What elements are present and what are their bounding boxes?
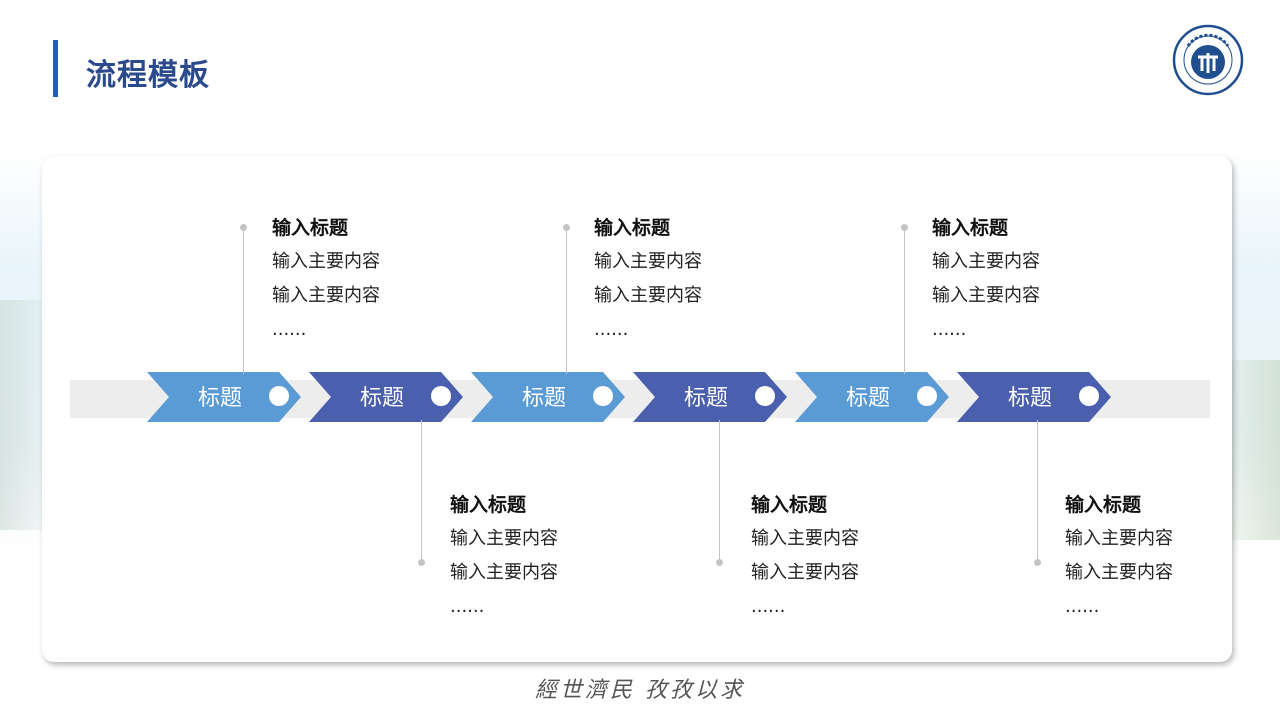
process-step-3: 标题	[471, 372, 625, 422]
step-detail-5: 输入标题输入主要内容输入主要内容......	[932, 211, 1132, 347]
step-label: 标题	[1008, 386, 1052, 411]
step-connector-line	[421, 420, 422, 562]
step-label: 标题	[360, 386, 404, 411]
step-detail-line: 输入主要内容	[751, 562, 859, 583]
step-chevron	[147, 372, 301, 422]
step-detail-title: 输入标题	[594, 217, 671, 239]
step-label: 标题	[684, 386, 728, 411]
step-connector-dot	[240, 224, 247, 231]
step-connector-dot	[1034, 559, 1041, 566]
step-chevron	[795, 372, 949, 422]
step-detail-line: ......	[272, 319, 307, 340]
process-step-4: 标题	[633, 372, 787, 422]
step-marker-dot	[431, 386, 451, 406]
step-connector-line	[243, 228, 244, 374]
step-detail-title: 输入标题	[450, 494, 527, 516]
step-detail-1: 输入标题输入主要内容输入主要内容......	[272, 211, 472, 347]
step-chevron	[957, 372, 1111, 422]
step-connector-dot	[901, 224, 908, 231]
step-detail-line: 输入主要内容	[1065, 562, 1173, 583]
step-detail-line: 输入主要内容	[594, 251, 702, 272]
university-seal-icon	[1172, 24, 1244, 96]
step-detail-line: ......	[594, 319, 629, 340]
process-step-2: 标题	[309, 372, 463, 422]
step-detail-line: 输入主要内容	[932, 285, 1040, 306]
step-detail-title: 输入标题	[751, 494, 828, 516]
step-chevron	[633, 372, 787, 422]
step-detail-2: 输入标题输入主要内容输入主要内容......	[450, 488, 650, 624]
process-step-1: 标题	[147, 372, 301, 422]
step-detail-line: ......	[1065, 596, 1100, 617]
step-chevron	[471, 372, 625, 422]
step-detail-line: 输入主要内容	[594, 285, 702, 306]
step-detail-line: 输入主要内容	[450, 562, 558, 583]
step-detail-line: 输入主要内容	[751, 528, 859, 549]
title-accent-bar	[53, 40, 58, 97]
step-marker-dot	[269, 386, 289, 406]
step-connector-line	[1037, 420, 1038, 562]
step-detail-title: 输入标题	[272, 217, 349, 239]
footer-motto: 經世濟民 孜孜以求	[535, 678, 745, 703]
step-marker-dot	[917, 386, 937, 406]
step-connector-line	[904, 228, 905, 374]
step-marker-dot	[593, 386, 613, 406]
step-detail-line: ......	[751, 596, 786, 617]
step-detail-line: ......	[450, 596, 485, 617]
page-title: 流程模板	[86, 58, 210, 93]
step-detail-3: 输入标题输入主要内容输入主要内容......	[594, 211, 794, 347]
step-detail-line: 输入主要内容	[450, 528, 558, 549]
step-label: 标题	[846, 386, 890, 411]
step-chevron	[309, 372, 463, 422]
step-connector-line	[719, 420, 720, 562]
step-marker-dot	[1079, 386, 1099, 406]
step-label: 标题	[522, 386, 566, 411]
step-detail-line: 输入主要内容	[272, 285, 380, 306]
step-detail-6: 输入标题输入主要内容输入主要内容......	[1065, 488, 1265, 624]
step-detail-line: 输入主要内容	[932, 251, 1040, 272]
step-connector-dot	[418, 559, 425, 566]
process-step-6: 标题	[957, 372, 1111, 422]
step-label: 标题	[198, 386, 242, 411]
step-detail-line: 输入主要内容	[1065, 528, 1173, 549]
step-marker-dot	[755, 386, 775, 406]
step-connector-dot	[563, 224, 570, 231]
process-step-5: 标题	[795, 372, 949, 422]
step-connector-line	[566, 228, 567, 374]
step-detail-4: 输入标题输入主要内容输入主要内容......	[751, 488, 951, 624]
step-detail-line: 输入主要内容	[272, 251, 380, 272]
step-detail-title: 输入标题	[932, 217, 1009, 239]
step-detail-line: ......	[932, 319, 967, 340]
step-detail-title: 输入标题	[1065, 494, 1142, 516]
step-connector-dot	[716, 559, 723, 566]
